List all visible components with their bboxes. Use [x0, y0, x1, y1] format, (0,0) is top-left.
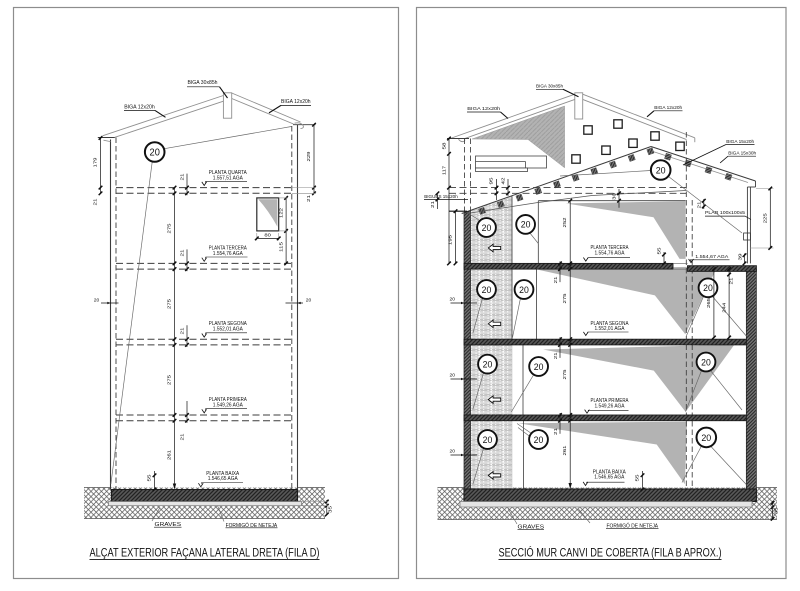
svg-text:PLANTA PRIMERA: PLANTA PRIMERA: [209, 397, 248, 403]
svg-text:BIGUES 15x20h: BIGUES 15x20h: [424, 194, 458, 199]
svg-text:20: 20: [94, 297, 100, 303]
svg-text:20: 20: [521, 220, 531, 230]
svg-text:20: 20: [450, 448, 456, 454]
svg-text:195: 195: [448, 234, 453, 245]
svg-text:80: 80: [264, 232, 271, 237]
svg-text:261: 261: [166, 449, 171, 460]
svg-text:21: 21: [179, 249, 184, 257]
svg-text:252: 252: [562, 217, 567, 228]
svg-text:21: 21: [179, 327, 184, 335]
svg-text:21: 21: [729, 277, 734, 285]
svg-text:275: 275: [166, 374, 171, 385]
svg-text:30: 30: [611, 192, 616, 200]
svg-text:20: 20: [656, 164, 666, 175]
svg-text:PLANTA SEGONA: PLANTA SEGONA: [591, 321, 630, 327]
svg-text:117: 117: [441, 165, 446, 175]
svg-text:BIGA 12x20h: BIGA 12x20h: [124, 105, 155, 111]
svg-text:21: 21: [430, 200, 435, 208]
svg-text:1.546,65 AGA: 1.546,65 AGA: [208, 476, 239, 482]
svg-text:20: 20: [482, 285, 492, 295]
svg-text:39: 39: [738, 253, 743, 261]
svg-text:20: 20: [483, 359, 493, 369]
svg-text:GRAVES: GRAVES: [518, 524, 545, 530]
svg-text:PLANTA BAIXA: PLANTA BAIXA: [206, 471, 240, 477]
svg-text:BIGA 12x20h: BIGA 12x20h: [281, 99, 311, 105]
svg-text:55: 55: [146, 474, 151, 482]
svg-text:20: 20: [701, 357, 711, 367]
svg-text:1.554,76 AGA: 1.554,76 AGA: [595, 251, 626, 257]
svg-text:PLAR 100x100x5: PLAR 100x100x5: [705, 210, 745, 216]
svg-text:20: 20: [306, 297, 312, 303]
svg-text:PLANTA QUARTA: PLANTA QUARTA: [209, 170, 248, 176]
svg-text:265: 265: [706, 297, 711, 308]
svg-text:261: 261: [562, 445, 567, 456]
svg-text:35: 35: [774, 507, 779, 515]
svg-text:21: 21: [179, 433, 184, 441]
svg-text:244: 244: [721, 302, 726, 313]
svg-text:BIGA 15x20h: BIGA 15x20h: [726, 139, 754, 145]
svg-text:ALÇAT EXTERIOR FAÇANA LATERAL: ALÇAT EXTERIOR FAÇANA LATERAL DRETA (FIL…: [90, 548, 320, 560]
svg-text:BIGA 15x30h: BIGA 15x30h: [728, 151, 756, 157]
svg-text:55: 55: [656, 247, 661, 255]
svg-text:20: 20: [450, 296, 456, 302]
svg-text:20: 20: [534, 362, 544, 372]
svg-text:20: 20: [482, 223, 492, 233]
svg-text:35: 35: [327, 505, 332, 513]
svg-text:21: 21: [92, 198, 97, 206]
svg-text:GRAVES: GRAVES: [155, 522, 182, 528]
svg-text:55: 55: [635, 474, 640, 482]
svg-text:20: 20: [450, 372, 456, 378]
svg-text:58: 58: [441, 142, 446, 150]
svg-text:PLANTA SEGONA: PLANTA SEGONA: [209, 321, 248, 327]
svg-text:179: 179: [92, 157, 97, 168]
svg-text:PLANTA TERCERA: PLANTA TERCERA: [209, 246, 248, 252]
svg-text:20: 20: [519, 285, 529, 295]
svg-text:20: 20: [483, 435, 493, 445]
svg-text:275: 275: [562, 369, 567, 380]
svg-text:20: 20: [703, 283, 713, 293]
svg-text:1.557,51 AGA: 1.557,51 AGA: [213, 175, 244, 181]
svg-text:1.552,01 AGA: 1.552,01 AGA: [213, 327, 244, 333]
svg-text:21: 21: [697, 201, 702, 209]
svg-text:PLANTA TERCERA: PLANTA TERCERA: [591, 245, 630, 251]
svg-text:229: 229: [306, 151, 311, 162]
svg-text:1.554,76 AGA: 1.554,76 AGA: [213, 251, 244, 257]
svg-text:95: 95: [489, 177, 494, 185]
svg-text:21: 21: [553, 427, 558, 435]
svg-text:BIGA 12x20h: BIGA 12x20h: [467, 106, 500, 112]
svg-text:20: 20: [701, 432, 711, 443]
svg-text:115: 115: [278, 241, 283, 252]
svg-text:BIGA 30x85h: BIGA 30x85h: [536, 84, 563, 90]
svg-text:1.549,26 AGA: 1.549,26 AGA: [595, 403, 626, 409]
svg-text:BIGA 30x85h: BIGA 30x85h: [188, 80, 218, 86]
svg-text:21: 21: [553, 276, 558, 284]
svg-text:20: 20: [150, 148, 161, 159]
svg-text:1.549,26 AGA: 1.549,26 AGA: [213, 402, 244, 408]
svg-text:21: 21: [306, 194, 311, 202]
svg-text:122: 122: [278, 207, 283, 218]
svg-text:PLANTA BAIXA: PLANTA BAIXA: [593, 469, 627, 475]
svg-text:PLANTA PRIMERA: PLANTA PRIMERA: [591, 398, 630, 404]
svg-text:275: 275: [562, 293, 567, 304]
svg-text:21: 21: [553, 352, 558, 360]
svg-text:275: 275: [166, 223, 171, 234]
svg-text:42: 42: [500, 177, 505, 185]
svg-text:SECCIÓ MUR CANVI DE COBERTA (F: SECCIÓ MUR CANVI DE COBERTA (FILA B APRO…: [499, 547, 722, 560]
svg-text:1.546,65 AGA: 1.546,65 AGA: [594, 475, 625, 481]
svg-text:FORMIGÓ DE NETEJA: FORMIGÓ DE NETEJA: [607, 523, 659, 530]
svg-text:21: 21: [179, 173, 184, 181]
svg-text:FORMIGÓ DE NETEJA: FORMIGÓ DE NETEJA: [226, 522, 278, 529]
svg-text:1.552,01 AGA: 1.552,01 AGA: [595, 326, 626, 332]
svg-text:BIGA 12x20h: BIGA 12x20h: [654, 105, 682, 111]
svg-text:275: 275: [166, 298, 171, 309]
svg-text:20: 20: [534, 435, 544, 445]
svg-text:1.554,67 AGA: 1.554,67 AGA: [695, 254, 729, 260]
svg-text:225: 225: [763, 213, 768, 224]
